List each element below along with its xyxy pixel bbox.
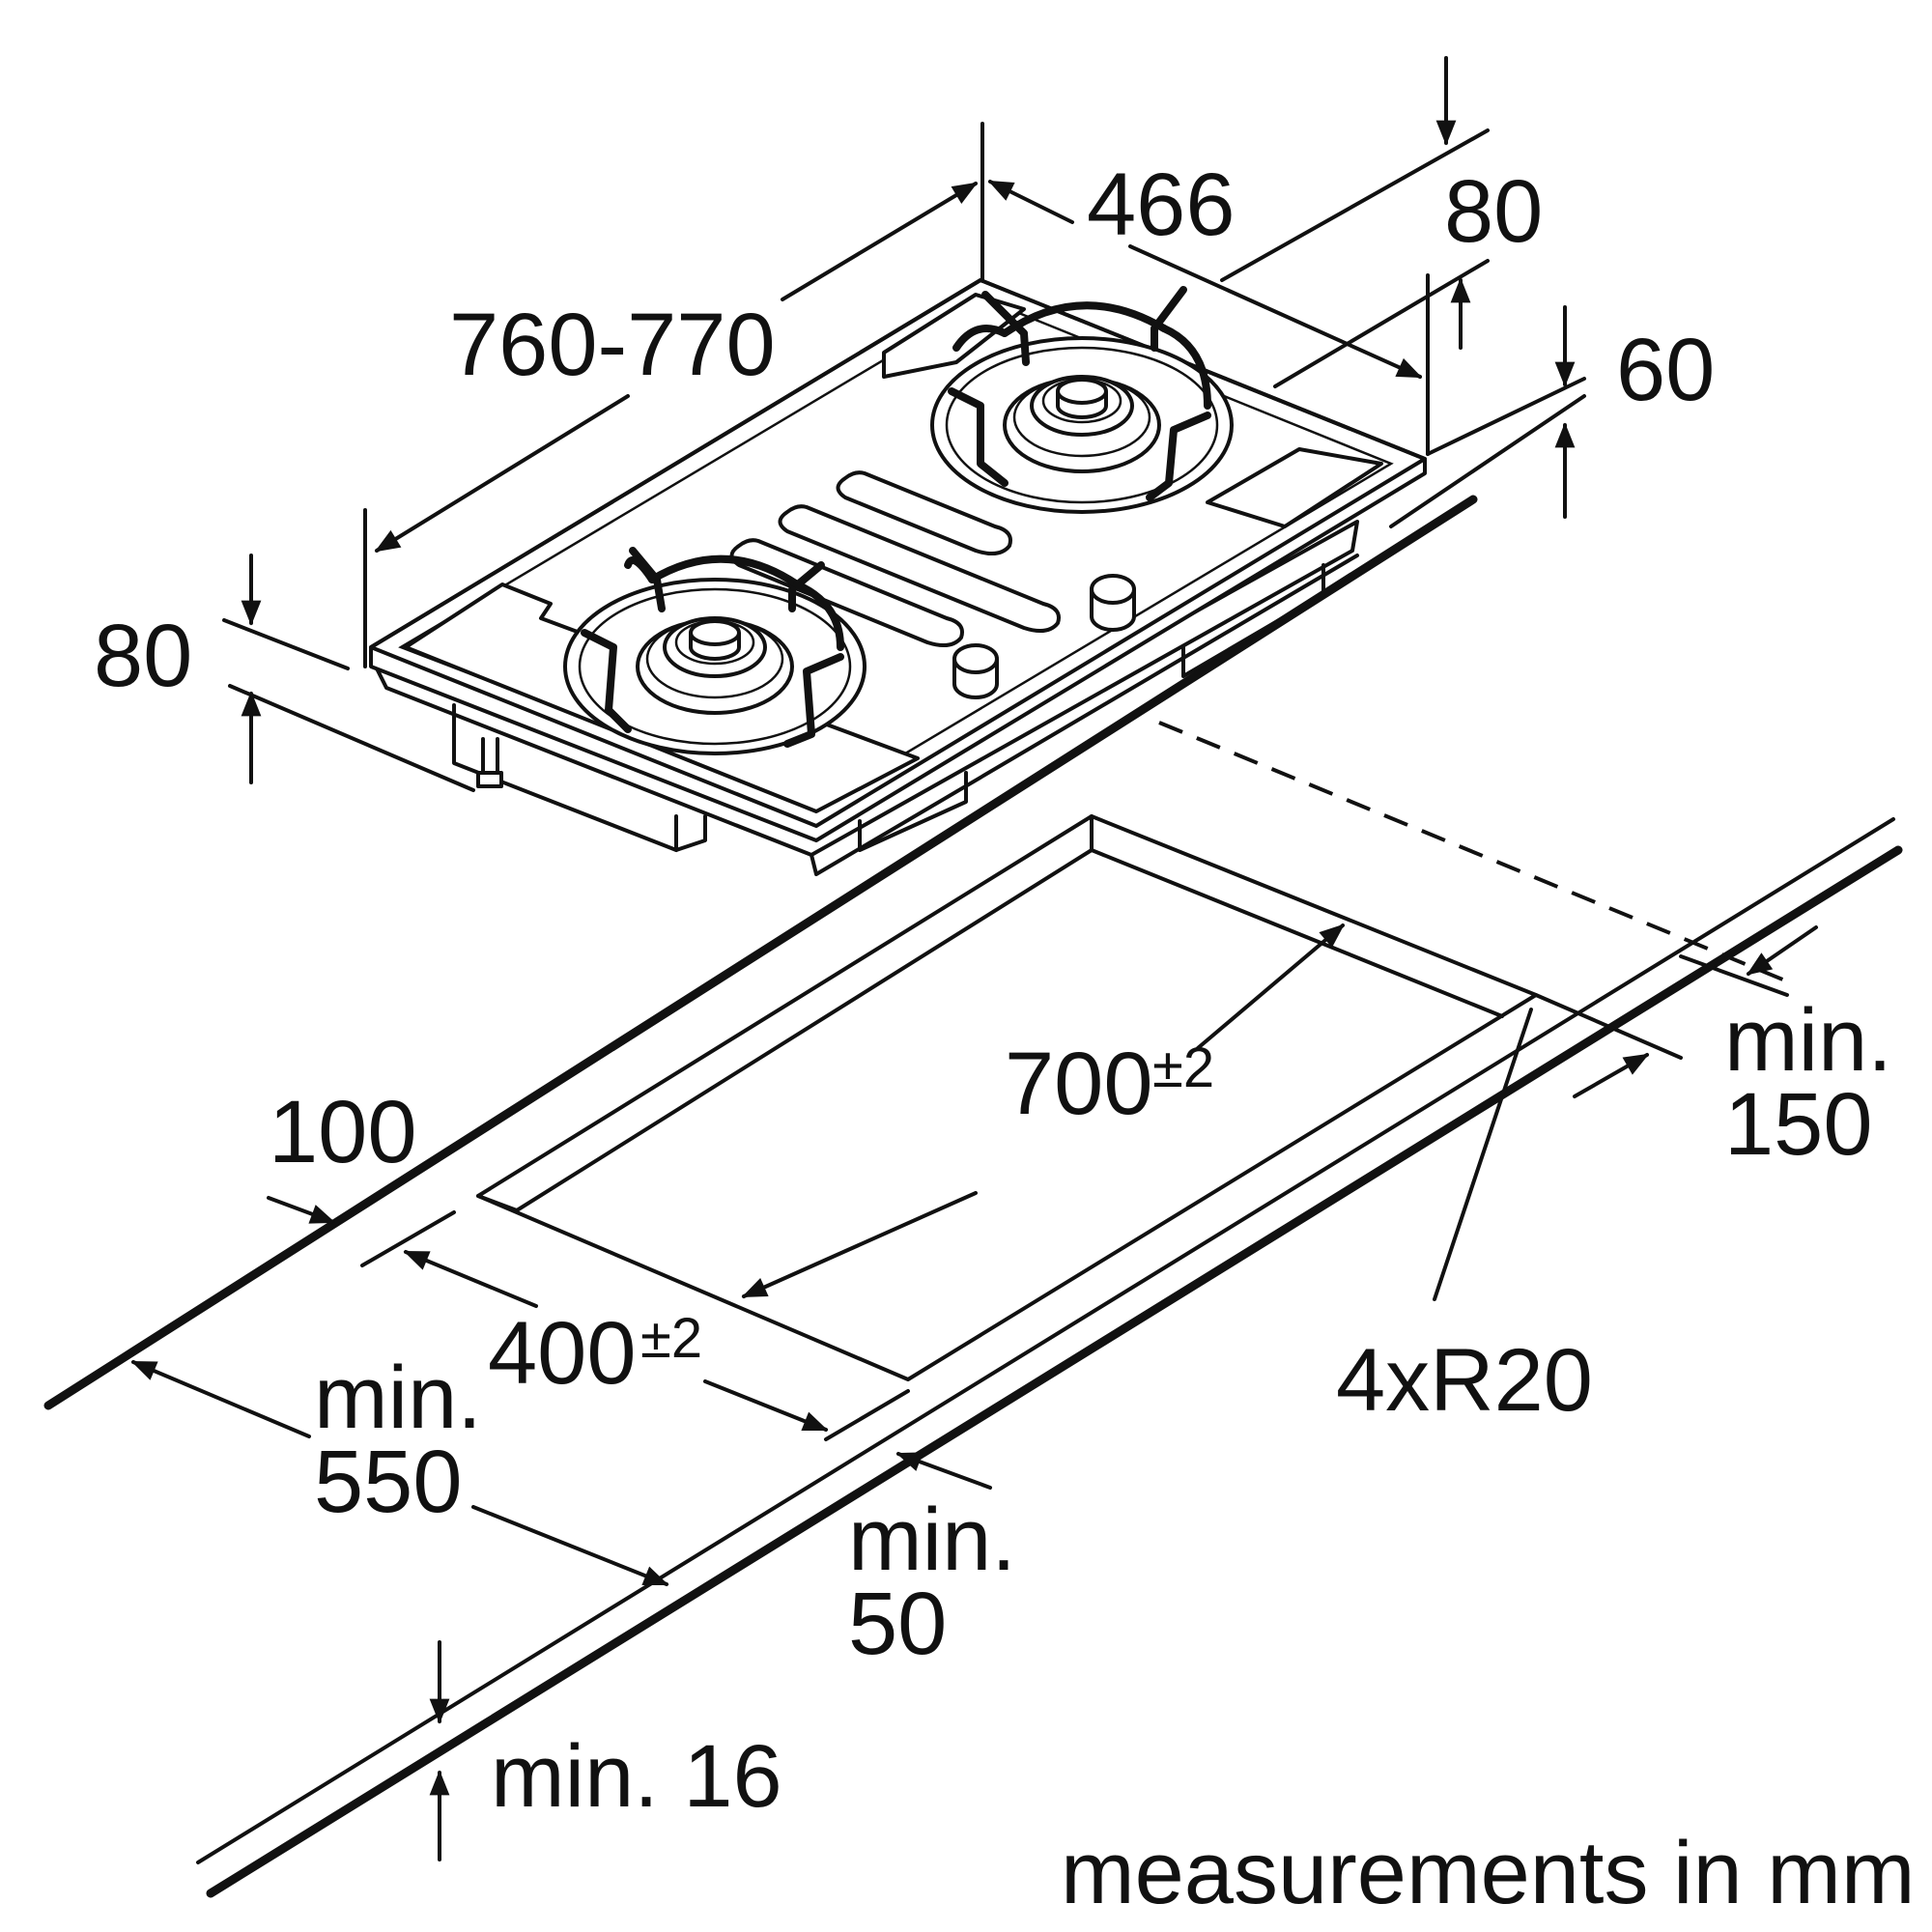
label-rear-clearance-line2: 50: [848, 1575, 947, 1673]
burner-front: [563, 547, 867, 755]
label-worktop-thickness: min. 16: [491, 1727, 782, 1826]
label-rear-clearance-line1: min.: [848, 1491, 1016, 1589]
worktop-back-edge: [43, 495, 1478, 1410]
label-side-clearance-line1: min.: [1724, 991, 1892, 1090]
dimension-labels: 760-770 466 80 60 80 700 ±2 400 ±2 4xR20…: [94, 156, 1915, 1922]
label-counter-depth-line1: min.: [314, 1349, 482, 1447]
dim-550-upper: [130, 1360, 311, 1438]
hob-foot-mid: [858, 771, 968, 852]
worktop: [43, 394, 1903, 1898]
dim-150-lower: [1573, 1053, 1650, 1098]
trim-top: [882, 293, 1026, 379]
gas-connector-nozzle: [476, 771, 503, 788]
ext-80-left-upper: [222, 618, 350, 670]
dim-550-lower: [471, 1505, 669, 1586]
dim-760-upper: [781, 182, 979, 301]
hob-centerline-dashed: [1158, 721, 1798, 987]
label-front-edge: 100: [269, 1083, 417, 1181]
dim-400-left: [403, 1250, 538, 1308]
label-cutout-depth-tolerance: ±2: [640, 1307, 702, 1370]
label-width-range: 760-770: [449, 296, 776, 394]
label-offset-top-right: 80: [1444, 162, 1543, 261]
ext-60-upper: [1426, 377, 1586, 456]
label-offset-left: 80: [94, 607, 192, 705]
cutout-inner-rim: [476, 848, 1504, 1212]
leader-4xR20: [1433, 1008, 1533, 1301]
label-cutout-depth: 400: [488, 1304, 637, 1403]
label-side-clearance-line2: 150: [1724, 1075, 1873, 1174]
ext-400-right: [824, 1389, 910, 1441]
ext-150-lower: [1534, 993, 1683, 1060]
dim-50: [895, 1452, 992, 1490]
vent-slot-2: [778, 504, 1061, 634]
hob-foot-front: [674, 814, 707, 852]
worktop-back-right-stub: [1389, 394, 1586, 528]
label-units-note: measurements in mm: [1061, 1824, 1915, 1922]
label-depth: 466: [1087, 156, 1236, 254]
dimension-lines: [130, 56, 1818, 1861]
label-height: 60: [1616, 321, 1715, 419]
ext-80-top-upper: [1220, 128, 1490, 282]
worktop-front-edge-top: [196, 817, 1895, 1864]
ext-150-upper: [1679, 954, 1789, 997]
control-knob-rear: [1090, 574, 1136, 632]
control-knob-front: [952, 643, 999, 699]
trim-right: [1206, 447, 1383, 528]
dim-466-left: [987, 180, 1074, 224]
label-cutout-width-tolerance: ±2: [1152, 1037, 1214, 1099]
worktop-front-edge-bottom: [206, 845, 1903, 1898]
dim-466-right: [1128, 244, 1423, 379]
hob-lower-lip: [810, 554, 1359, 876]
hob-foot-right: [1181, 563, 1325, 678]
dim-700-lower: [741, 1191, 978, 1298]
label-counter-depth-line2: 550: [314, 1433, 463, 1531]
dim-760-lower: [374, 394, 630, 553]
dim-700-upper: [1196, 923, 1345, 1050]
gas-hob: [369, 278, 1427, 876]
label-cutout-width: 700: [1005, 1035, 1153, 1133]
vent-slot-1: [836, 470, 1012, 556]
ext-400-left: [360, 1210, 456, 1267]
label-corner-radius: 4xR20: [1336, 1331, 1593, 1430]
dim-150-upper: [1746, 925, 1818, 976]
ext-80-top-lower: [1273, 259, 1490, 388]
burner-rear: [930, 286, 1234, 514]
dim-100: [267, 1196, 336, 1224]
hob-top-outline: [369, 278, 1427, 828]
ext-80-left-lower: [228, 684, 475, 792]
dim-400-right: [703, 1379, 829, 1432]
